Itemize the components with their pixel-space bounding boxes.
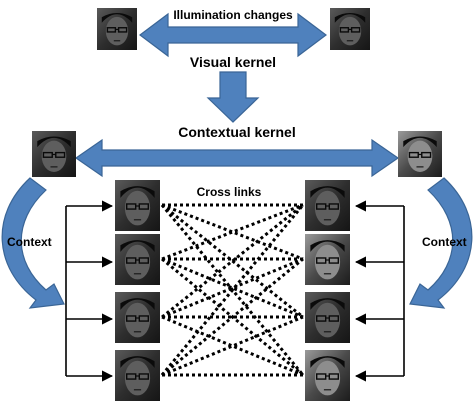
left-connectors (65, 200, 114, 382)
illumination-label: Illumination changes (173, 8, 293, 22)
face-photo-left-3 (115, 292, 160, 343)
face-photo-top-right (330, 8, 370, 50)
cross-link (160, 204, 305, 376)
face-photo-mid-left (32, 131, 76, 177)
face-photo-right-1 (305, 180, 350, 231)
cross-links-label: Cross links (197, 185, 262, 199)
cross-links (160, 203, 305, 377)
right-connectors (354, 200, 405, 382)
cross-link (161, 315, 304, 377)
contextual-kernel-label: Contextual kernel (178, 124, 295, 140)
cross-link (161, 203, 304, 261)
down-arrow (206, 71, 260, 123)
cross-link (161, 257, 304, 377)
face-photo-right-4 (305, 350, 350, 401)
cross-link (161, 203, 304, 319)
face-photo-top-left (97, 8, 137, 50)
face-photo-left-1 (115, 180, 160, 231)
context-left-label: Context (7, 235, 52, 249)
context-right-label: Context (422, 235, 467, 249)
face-photo-left-2 (115, 234, 160, 285)
face-photo-right-3 (305, 292, 350, 343)
cross-link (161, 203, 304, 261)
cross-link (161, 315, 304, 377)
face-photo-right-2 (305, 234, 350, 285)
visual-kernel-label: Visual kernel (190, 54, 276, 70)
face-photo-mid-right (398, 131, 442, 177)
context-right-curved-arrow (409, 177, 473, 309)
face-photo-left-4 (115, 350, 160, 401)
context-left-curved-arrow (1, 177, 65, 309)
illumination-double-arrow (139, 12, 327, 58)
cross-link (161, 257, 304, 319)
contextual-kernel-double-arrow (74, 138, 400, 178)
cross-link (161, 257, 304, 319)
